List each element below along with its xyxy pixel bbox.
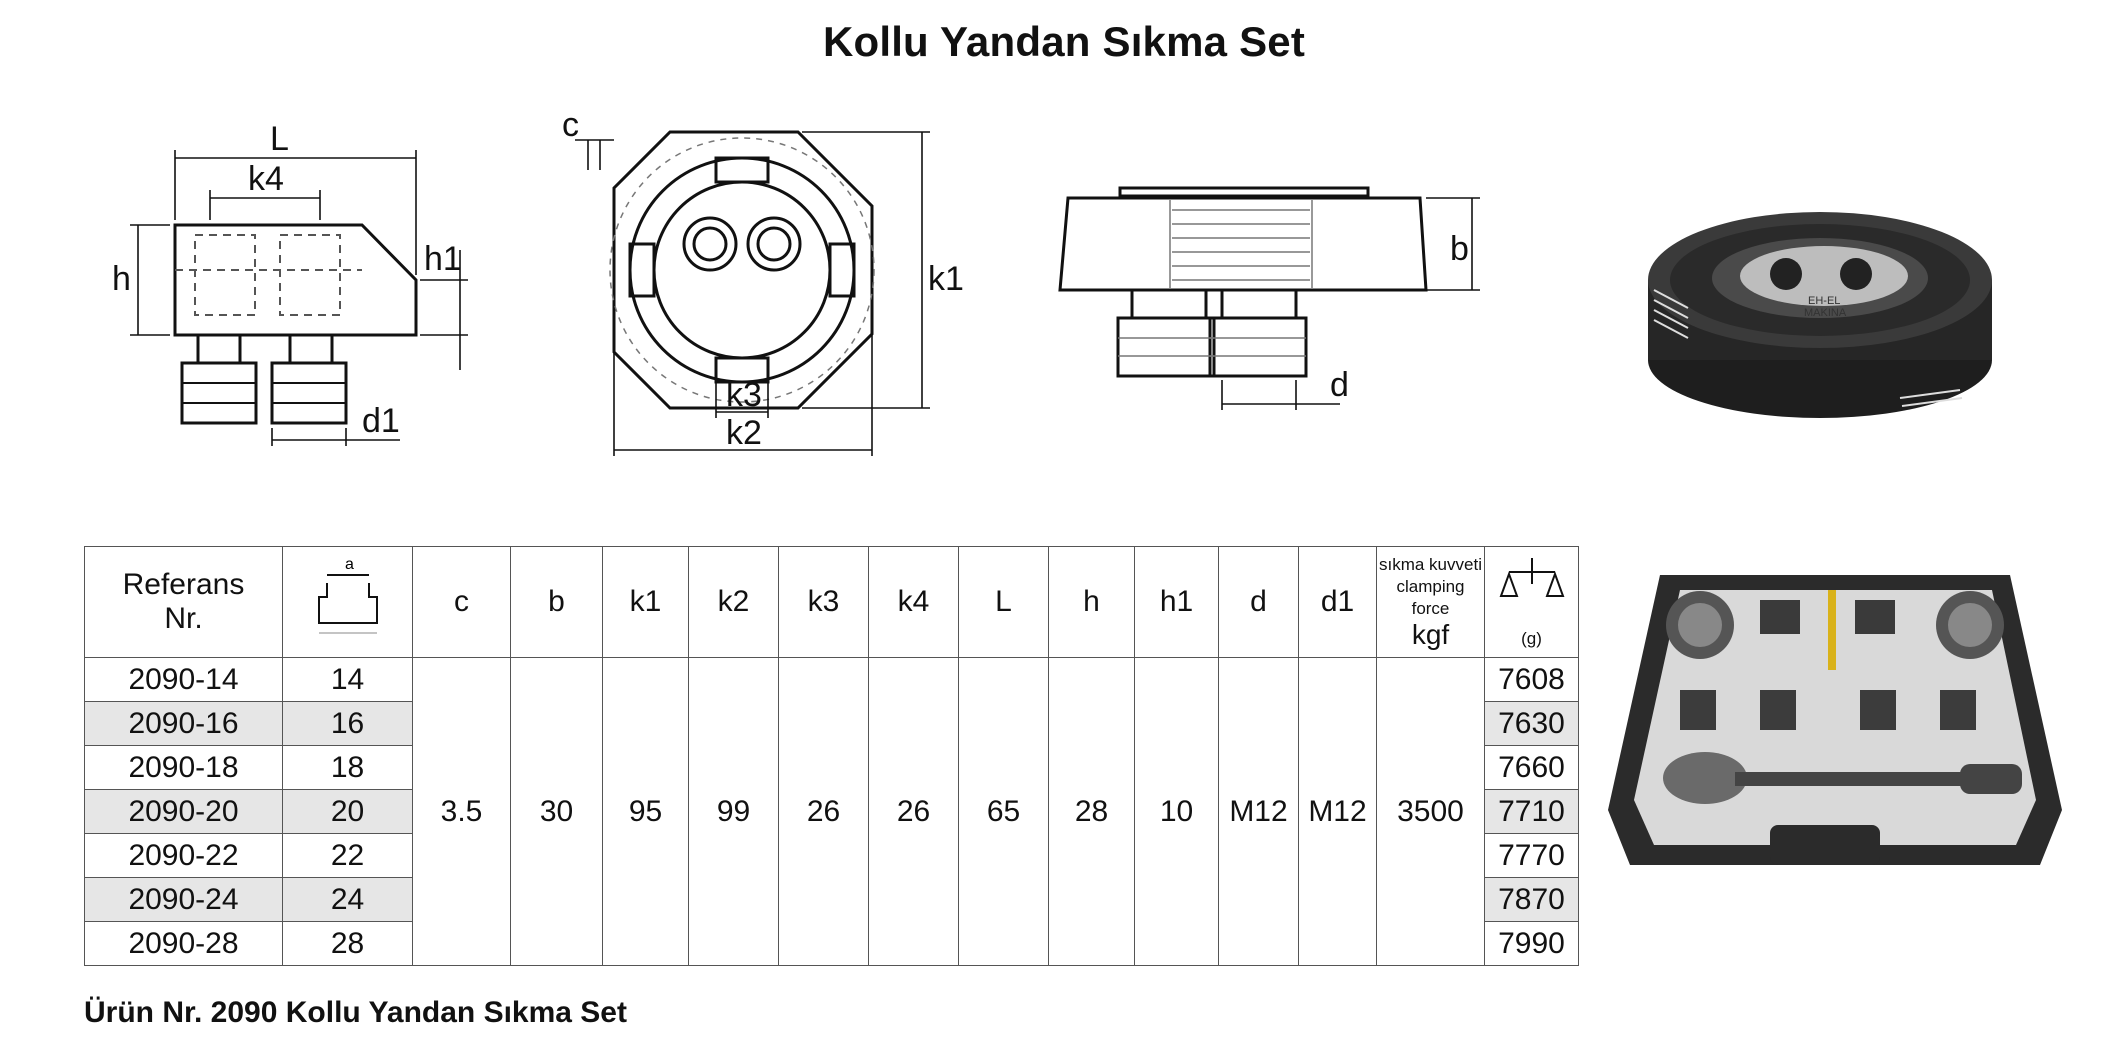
- cell-ref: 2090-20: [84, 789, 283, 834]
- front-view-diagram: b d: [1050, 170, 1490, 430]
- dim-label-c: c: [562, 106, 579, 144]
- cell-ref: 2090-22: [84, 833, 283, 878]
- specification-table: Referans Nr. a c b k1 k2 k3: [84, 546, 1579, 966]
- header-force-line1: sıkma kuvveti: [1379, 555, 1482, 574]
- cell-k4: 26: [868, 657, 959, 966]
- header-k1: k1: [602, 546, 689, 658]
- table-row: 2090-14 14 3.5 30 95 99 26 26 65 28 10 M…: [84, 657, 1579, 966]
- dim-label-L: L: [270, 120, 289, 158]
- table-row: 2090-28 28 7990: [84, 921, 1579, 966]
- header-d1: d1: [1298, 546, 1377, 658]
- table-row: 2090-18 18 7660: [84, 745, 1579, 790]
- cell-h: 28: [1048, 657, 1135, 966]
- side-view-diagram: L k4 h h1 d1: [100, 110, 480, 470]
- header-k2: k2: [688, 546, 779, 658]
- cell-a: 24: [282, 877, 413, 922]
- dim-label-h1: h1: [424, 240, 462, 278]
- header-referans-line1: Referans: [122, 568, 245, 601]
- dim-label-h: h: [112, 260, 131, 298]
- cell-a: 28: [282, 921, 413, 966]
- cell-d1: M12: [1298, 657, 1377, 966]
- dim-label-b: b: [1450, 230, 1469, 268]
- cell-weight: 7630: [1484, 701, 1579, 746]
- cell-k1: 95: [602, 657, 689, 966]
- cell-b: 30: [510, 657, 603, 966]
- scale-icon: [1499, 558, 1564, 597]
- cell-a: 18: [282, 745, 413, 790]
- cell-force: 3500: [1376, 657, 1485, 966]
- cell-c: 3.5: [412, 657, 511, 966]
- dim-label-d: d: [1330, 366, 1349, 404]
- header-h: h: [1048, 546, 1135, 658]
- cell-a: 14: [282, 657, 413, 702]
- cell-weight: 7660: [1484, 745, 1579, 790]
- engraving-eh-el: EH-EL: [1808, 295, 1840, 307]
- header-k3: k3: [778, 546, 869, 658]
- dim-label-k3: k3: [726, 376, 762, 414]
- header-b: b: [510, 546, 603, 658]
- cell-L: 65: [958, 657, 1049, 966]
- top-view-diagram: c k1 k3 k2: [550, 100, 970, 470]
- cell-weight: 7870: [1484, 877, 1579, 922]
- header-weight: (g): [1484, 546, 1579, 658]
- header-force-unit: kgf: [1411, 619, 1450, 650]
- engraving-makina: MAKINA: [1804, 307, 1847, 319]
- cell-ref: 2090-16: [84, 701, 283, 746]
- cell-weight: 7710: [1484, 789, 1579, 834]
- cell-k2: 99: [688, 657, 779, 966]
- cell-ref: 2090-28: [84, 921, 283, 966]
- cell-a: 22: [282, 833, 413, 878]
- cell-k3: 26: [778, 657, 869, 966]
- cell-ref: 2090-14: [84, 657, 283, 702]
- table-row: 2090-20 20 7710: [84, 789, 1579, 834]
- header-clamping-force: sıkma kuvveti clamping force kgf: [1376, 546, 1485, 658]
- dim-label-k1: k1: [928, 260, 964, 298]
- dim-label-k4: k4: [248, 160, 284, 198]
- cell-weight: 7608: [1484, 657, 1579, 702]
- header-referans-line2: Nr.: [164, 602, 203, 635]
- header-slot-a: a: [282, 546, 413, 658]
- clamp-product-photo: EH-EL MAKINA: [1640, 180, 2000, 430]
- cell-ref: 2090-18: [84, 745, 283, 790]
- header-force-line2: clamping force: [1396, 577, 1465, 618]
- header-L: L: [958, 546, 1049, 658]
- dim-label-k2: k2: [726, 414, 762, 452]
- cell-weight: 7770: [1484, 833, 1579, 878]
- header-referans: Referans Nr.: [84, 546, 283, 658]
- header-k4: k4: [868, 546, 959, 658]
- header-c: c: [412, 546, 511, 658]
- table-header-row: Referans Nr. a c b k1 k2 k3: [84, 546, 1579, 658]
- cell-a: 16: [282, 701, 413, 746]
- header-weight-unit: (g): [1521, 629, 1542, 648]
- cell-h1: 10: [1134, 657, 1219, 966]
- cell-ref: 2090-24: [84, 877, 283, 922]
- header-h1: h1: [1134, 546, 1219, 658]
- cell-weight: 7990: [1484, 921, 1579, 966]
- cell-a: 20: [282, 789, 413, 834]
- header-slot-a-label: a: [345, 556, 354, 573]
- table-row: 2090-22 22 7770: [84, 833, 1579, 878]
- cell-d: M12: [1218, 657, 1299, 966]
- dim-label-d1: d1: [362, 402, 400, 440]
- page-title: Kollu Yandan Sıkma Set: [822, 18, 1306, 65]
- t-slot-icon: a: [317, 556, 378, 634]
- header-d: d: [1218, 546, 1299, 658]
- case-product-photo: [1600, 560, 2070, 920]
- table-row: 2090-16 16 7630: [84, 701, 1579, 746]
- product-footer-label: Ürün Nr. 2090 Kollu Yandan Sıkma Set: [84, 996, 627, 1029]
